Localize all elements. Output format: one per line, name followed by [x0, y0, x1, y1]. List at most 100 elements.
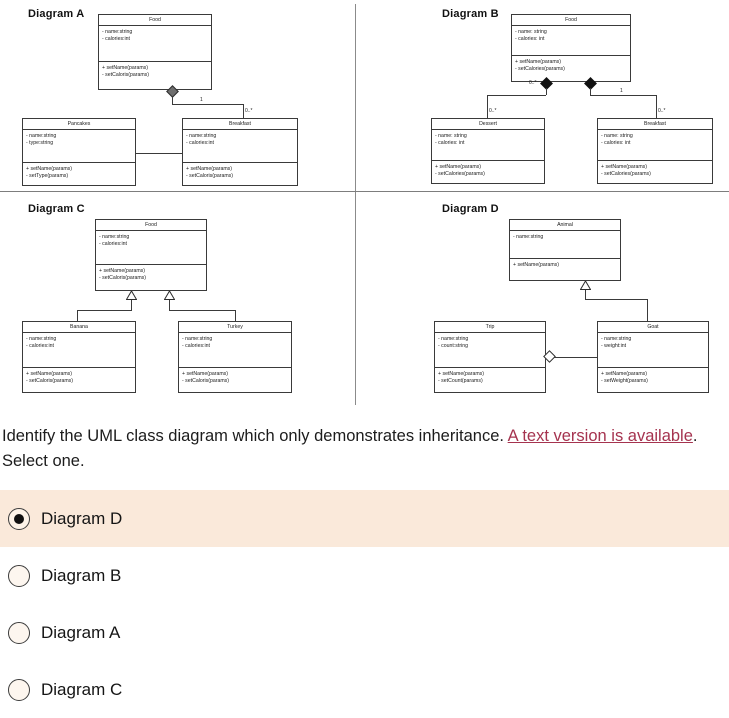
option-row-1[interactable]: Diagram B — [0, 547, 729, 604]
operation-row: - setType(params) — [26, 173, 69, 179]
operation-row: - setCalories(params) — [435, 171, 485, 177]
class-box-dessert-b: Dessert - name: string - calories: int +… — [431, 118, 545, 184]
attribute-row: - name:string — [26, 133, 57, 139]
connector-line — [585, 290, 586, 299]
connector-line — [656, 95, 657, 118]
connector-line — [169, 310, 235, 311]
class-box-banana-c: Banana - name:string - calories:int + se… — [22, 321, 136, 393]
class-name: Food — [96, 220, 206, 231]
uml-diagrams-figure: Diagram A Food - name:string - calories:… — [0, 4, 729, 405]
class-box-turkey-c: Turkey - name:string - calories:int + se… — [178, 321, 292, 393]
operation-row: + setName(params) — [182, 371, 228, 377]
option-row-3[interactable]: Diagram C — [0, 661, 729, 718]
class-name: Food — [99, 15, 211, 26]
radio-selected-dot — [14, 513, 24, 524]
attribute-row: - name:string — [99, 234, 130, 240]
operation-row: + setName(params) — [186, 166, 232, 172]
class-operations: + setName(params) - setCaloris(params) — [179, 368, 291, 385]
radio-button-1[interactable] — [8, 564, 30, 587]
select-one-instruction: . Select one. — [2, 427, 698, 470]
class-name: Dessert — [432, 119, 544, 130]
class-attributes: - name: string - calories: int — [598, 130, 712, 161]
attribute-row: - type:string — [26, 140, 54, 146]
horizontal-divider — [0, 191, 729, 192]
multiplicity-label: 0..* — [658, 108, 666, 114]
operation-row: - setCaloris(params) — [182, 378, 229, 384]
class-attributes: - name: string - calories: int — [432, 130, 544, 161]
option-row-2[interactable]: Diagram A — [0, 604, 729, 661]
class-attributes: - name:string - calories:int — [96, 231, 206, 265]
class-name: Breakfast — [183, 119, 297, 130]
attribute-row: - name:string — [513, 234, 544, 240]
class-attributes: - name: string - calories: int — [512, 26, 630, 56]
diagram-a-title: Diagram A — [28, 8, 85, 20]
inheritance-triangle-d — [580, 281, 591, 290]
class-box-trip-d: Trip - name:string - count:string + setN… — [434, 321, 546, 393]
option-row-0[interactable]: Diagram D — [0, 490, 729, 547]
operation-row: + setName(params) — [601, 164, 647, 170]
operation-row: + setName(params) — [513, 262, 559, 268]
attribute-row: - name: string — [435, 133, 467, 139]
connector-line — [243, 104, 244, 118]
quiz-page: Diagram A Food - name:string - calories:… — [0, 4, 729, 701]
diagram-c-title: Diagram C — [28, 203, 85, 215]
class-operations: + setName(params) - setCalories(params) — [512, 56, 630, 73]
operation-row: + setName(params) — [102, 65, 148, 71]
class-attributes: - name:string - type:string — [23, 130, 135, 163]
class-name: Trip — [435, 322, 545, 333]
attribute-row: - name: string — [601, 133, 633, 139]
class-name: Food — [512, 15, 630, 26]
connector-line — [647, 299, 648, 321]
option-label-2: Diagram A — [41, 622, 121, 642]
class-operations: + setName(params) - setCount(params) — [435, 368, 545, 385]
class-box-pancakes-a: Pancakes - name:string - type:string + s… — [22, 118, 136, 186]
option-label-1: Diagram B — [41, 565, 122, 585]
operation-row: + setName(params) — [515, 59, 561, 65]
attribute-row: - name: string — [515, 29, 547, 35]
operation-row: + setName(params) — [435, 164, 481, 170]
class-box-food-a: Food - name:string - calories:int + setN… — [98, 14, 212, 90]
text-version-link[interactable]: A text version is available — [507, 427, 693, 445]
attribute-row: - calories:int — [26, 343, 54, 349]
radio-button-3[interactable] — [8, 678, 30, 701]
connector-line — [77, 310, 132, 311]
diagram-b-title: Diagram B — [442, 8, 499, 20]
attribute-row: - calories: int — [515, 36, 545, 42]
radio-button-0[interactable] — [8, 507, 30, 530]
class-name: Breakfast — [598, 119, 712, 130]
connector-line — [172, 104, 243, 105]
association-line-a — [136, 153, 182, 154]
attribute-row: - calories:int — [102, 36, 130, 42]
class-name: Animal — [510, 220, 620, 231]
radio-button-2[interactable] — [8, 621, 30, 644]
attribute-row: - name:string — [601, 336, 632, 342]
class-attributes: - name:string - calories:int — [23, 333, 135, 368]
class-operations: + setName(params) — [510, 259, 620, 269]
class-attributes: - name:string — [510, 231, 620, 259]
connector-line — [585, 299, 647, 300]
operation-row: - setCaloris(params) — [26, 378, 73, 384]
class-attributes: - name:string - count:string — [435, 333, 545, 368]
attribute-row: - name:string — [438, 336, 469, 342]
class-operations: + setName(params) - setCalories(params) — [598, 161, 712, 178]
class-box-goat-d: Goat - name:string - weight:int + setNam… — [597, 321, 709, 393]
attribute-row: - calories: int — [601, 140, 631, 146]
operation-row: + setName(params) — [438, 371, 484, 377]
class-box-food-b: Food - name: string - calories: int + se… — [511, 14, 631, 82]
connector-line — [487, 95, 488, 118]
operation-row: + setName(params) — [601, 371, 647, 377]
diagram-d-title: Diagram D — [442, 203, 499, 215]
connector-line — [172, 96, 173, 104]
answer-options-list: Diagram D Diagram B Diagram A Diagram C — [0, 490, 729, 718]
attribute-row: - name:string — [186, 133, 217, 139]
attribute-row: - calories:int — [182, 343, 210, 349]
question-prompt: Identify the UML class diagram which onl… — [2, 427, 508, 445]
multiplicity-label: 1 — [200, 97, 203, 103]
attribute-row: - count:string — [438, 343, 468, 349]
class-box-food-c: Food - name:string - calories:int + setN… — [95, 219, 207, 291]
class-name: Turkey — [179, 322, 291, 333]
attribute-row: - calories: int — [435, 140, 465, 146]
class-operations: + setName(params) - setCaloris(params) — [96, 265, 206, 282]
association-line-d — [554, 357, 597, 358]
multiplicity-label: 0..* — [529, 80, 537, 86]
